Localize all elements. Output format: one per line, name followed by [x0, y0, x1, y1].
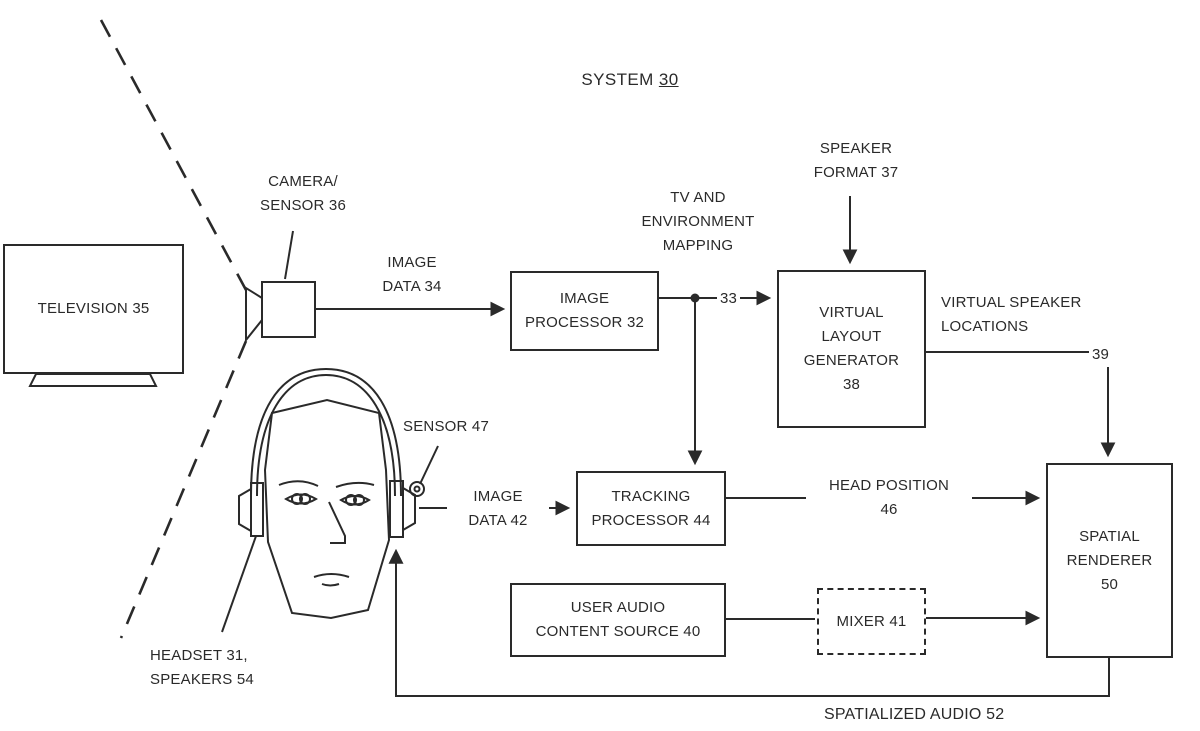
headset-label-leader [221, 535, 257, 633]
television-stand [28, 373, 158, 387]
junction-dot [690, 293, 700, 303]
camera-label-leader [284, 230, 294, 280]
headset-sensor-dot [413, 485, 421, 493]
television-box: TELEVISION 35 [3, 244, 184, 374]
camera-fov-dashed-line-lower [119, 340, 248, 639]
speaker-format-label: SPEAKER FORMAT 37 [813, 140, 899, 181]
left-eye-pupil-2 [299, 493, 311, 505]
virtual-layout-generator-box: VIRTUAL LAYOUT GENERATOR 38 [777, 270, 926, 428]
ref-33-label: 33 [717, 287, 741, 311]
head-position-label: HEAD POSITION 46 [806, 474, 972, 522]
camera-lens-cone [245, 286, 263, 343]
image-data-34-label: IMAGE DATA 34 [382, 254, 442, 295]
user-audio-content-source-box: USER AUDIO CONTENT SOURCE 40 [510, 583, 726, 657]
right-eye [339, 495, 371, 506]
headset-sensor-icon [409, 481, 425, 497]
chin-line [321, 583, 340, 587]
image-processor-box: IMAGE PROCESSOR 32 [510, 271, 659, 351]
arrow-virtual-speaker-locations [925, 351, 1116, 458]
headset-speakers-label: HEADSET 31, SPEAKERS 54 [150, 647, 254, 688]
mouth [313, 573, 350, 578]
left-ear-cup-pad [238, 488, 252, 532]
figure-title: SYSTEM 30 [545, 66, 715, 93]
camera-sensor-label: CAMERA/ SENSOR 36 [260, 173, 346, 214]
right-eye-pupil [345, 494, 357, 506]
spatial-renderer-box: SPATIAL RENDERER 50 [1046, 463, 1173, 658]
right-eyebrow [335, 481, 375, 488]
mixer-box: MIXER 41 [817, 588, 926, 655]
arrow-spatialized-audio-feedback [388, 548, 1110, 697]
tracking-processor-box: TRACKING PROCESSOR 44 [576, 471, 726, 546]
tv-environment-mapping-label: TV AND ENVIRONMENT MAPPING [641, 189, 755, 254]
left-eye-pupil [291, 493, 303, 505]
right-ear-cup [389, 480, 404, 538]
right-ear-cup-pad [402, 487, 416, 531]
ref-39-label: 39 [1089, 343, 1113, 367]
left-eyebrow [278, 480, 319, 487]
figure-title-label: SYSTEM [581, 70, 654, 89]
figure-title-ref: 30 [658, 70, 679, 89]
face-outline [263, 398, 391, 620]
listener-head-figure [238, 367, 425, 620]
headband-inner [256, 373, 396, 497]
virtual-speaker-locations-label: VIRTUAL SPEAKER LOCATIONS [941, 294, 1082, 335]
camera-device [261, 281, 316, 338]
sensor-47-label: SENSOR 47 [403, 418, 489, 435]
sensor-label-leader [419, 445, 439, 485]
right-eye-pupil-2 [353, 494, 365, 506]
nose [328, 501, 346, 544]
headband-outer [250, 367, 402, 497]
left-ear-cup [250, 482, 264, 537]
image-data-42-label: IMAGE DATA 42 [447, 485, 549, 533]
spatialized-audio-label: SPATIALIZED AUDIO 52 [824, 706, 1005, 723]
